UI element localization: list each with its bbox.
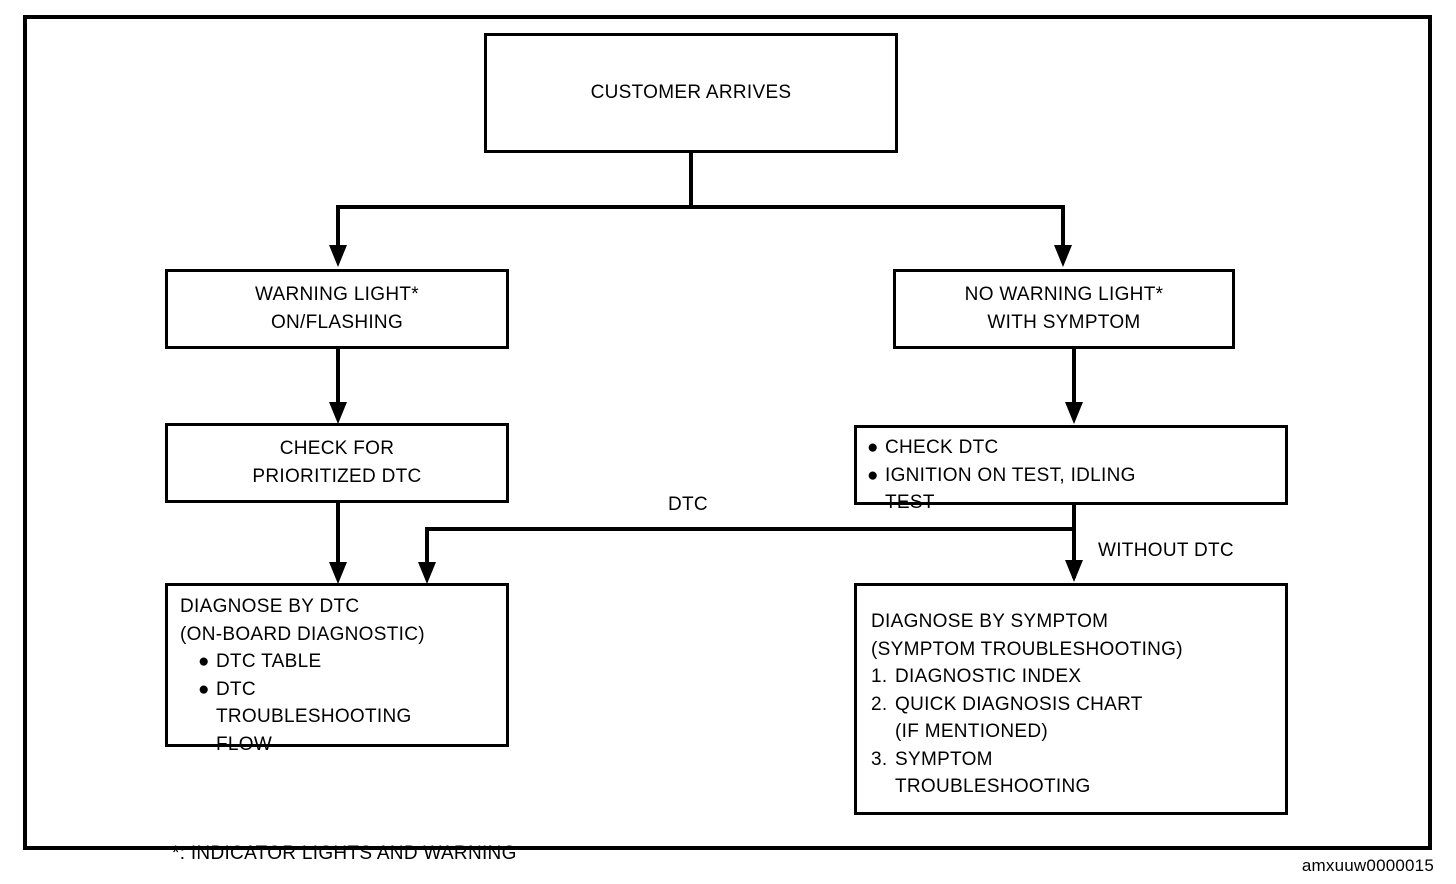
connector-check-to-diagnose	[336, 503, 340, 571]
node-customer-arrives-label: CUSTOMER ARRIVES	[590, 82, 792, 104]
item-number: 3.	[871, 748, 888, 770]
node-warning-light-line2: ON/FLASHING	[270, 312, 404, 333]
node-diagnose-by-symptom-item-2-cont: (IF MENTIONED)	[895, 721, 1049, 743]
connector-split-left-down	[336, 205, 340, 247]
diagram-outer-frame	[23, 15, 1432, 850]
node-diagnose-by-dtc-bullet-2-cont2: FLOW	[216, 733, 273, 755]
node-check-dtc-bullet-1-label: CHECK DTC	[885, 437, 999, 458]
node-warning-light-line1: WARNING LIGHT*	[255, 284, 419, 306]
node-diagnose-by-symptom-item-2: 2. QUICK DIAGNOSIS CHART	[871, 691, 1271, 719]
arrow-to-check-dtc	[1065, 402, 1083, 424]
node-check-prioritized-dtc: CHECK FOR PRIORITIZED DTC	[165, 423, 509, 503]
node-check-dtc: ● CHECK DTC ● IGNITION ON TEST, IDLING T…	[854, 425, 1288, 513]
node-no-warning-light: NO WARNING LIGHT* WITH SYMPTOM	[893, 269, 1235, 349]
connector-start-down	[689, 153, 693, 209]
node-diagnose-by-symptom-line2: (SYMPTOM TROUBLESHOOTING)	[871, 638, 1183, 660]
node-diagnose-by-dtc-bullet-1: ● DTC TABLE	[180, 648, 494, 676]
node-customer-arrives: CUSTOMER ARRIVES	[484, 33, 898, 153]
connector-dtc-branch-horizontal	[425, 527, 1074, 531]
node-diagnose-by-dtc-bullet-2-cont1: TROUBLESHOOTING	[216, 706, 412, 728]
node-warning-light: WARNING LIGHT* ON/FLASHING	[165, 269, 509, 349]
node-check-dtc-text: ● CHECK DTC ● IGNITION ON TEST, IDLING T…	[857, 428, 1285, 523]
asset-code: amxuuw0000015	[1301, 856, 1434, 875]
node-diagnose-by-symptom-item-1: 1. DIAGNOSTIC INDEX	[871, 663, 1271, 691]
connector-split-bar	[336, 205, 1065, 209]
item-label: SYMPTOM	[895, 748, 993, 770]
bullet-icon: ●	[867, 464, 879, 486]
bullet-icon: ●	[198, 651, 210, 673]
node-no-warning-light-line1: NO WARNING LIGHT*	[964, 284, 1164, 306]
arrow-to-diagnose-by-symptom	[1065, 560, 1083, 582]
connector-dtc-branch-down	[425, 527, 429, 569]
connector-split-right-down	[1061, 205, 1065, 247]
item-label: QUICK DIAGNOSIS CHART	[895, 693, 1143, 715]
node-diagnose-by-symptom-item-3-cont: TROUBLESHOOTING	[895, 776, 1091, 798]
connector-nowarning-to-checkdtc	[1072, 349, 1076, 405]
node-check-dtc-bullet-1: ● CHECK DTC	[867, 434, 1275, 462]
node-check-dtc-bullet-2-label: IGNITION ON TEST, IDLING	[885, 464, 1136, 486]
footnote-line1: *: INDICATOR LIGHTS AND WARNING	[172, 843, 517, 864]
node-diagnose-by-symptom: DIAGNOSE BY SYMPTOM (SYMPTOM TROUBLESHOO…	[854, 583, 1288, 815]
connector-checkdtc-down	[1072, 505, 1076, 578]
bullet-icon: ●	[867, 437, 879, 458]
node-diagnose-by-dtc-text: DIAGNOSE BY DTC (ON-BOARD DIAGNOSTIC) ● …	[168, 586, 506, 765]
node-check-prioritized-dtc-line1: CHECK FOR	[279, 438, 395, 460]
arrow-dtc-to-diagnose-by-dtc	[418, 562, 436, 584]
node-check-dtc-bullet-2-cont: TEST	[885, 492, 935, 514]
edge-label-without-dtc: WITHOUT DTC	[1098, 540, 1234, 561]
edge-label-dtc: DTC	[668, 494, 708, 515]
node-warning-light-text: WARNING LIGHT* ON/FLASHING	[241, 271, 433, 346]
arrow-to-no-warning-light	[1054, 245, 1072, 267]
node-check-prioritized-dtc-line2: PRIORITIZED DTC	[252, 466, 422, 487]
node-no-warning-light-text: NO WARNING LIGHT* WITH SYMPTOM	[951, 271, 1178, 346]
node-diagnose-by-dtc-bullet-2-label: DTC	[216, 678, 256, 700]
arrow-to-check-prioritized	[329, 402, 347, 424]
item-label: DIAGNOSTIC INDEX	[895, 666, 1082, 688]
arrow-to-diagnose-by-dtc	[329, 562, 347, 584]
node-diagnose-by-dtc-bullet-1-label: DTC TABLE	[216, 651, 322, 673]
bullet-icon: ●	[198, 678, 210, 700]
node-check-dtc-bullet-2: ● IGNITION ON TEST, IDLING	[867, 462, 1275, 490]
arrow-to-warning-light	[329, 245, 347, 267]
node-diagnose-by-dtc: DIAGNOSE BY DTC (ON-BOARD DIAGNOSTIC) ● …	[165, 583, 509, 755]
node-no-warning-light-line2: WITH SYMPTOM	[987, 312, 1141, 333]
footnote: *: INDICATOR LIGHTS AND WARNING LIGHTS T…	[172, 783, 567, 884]
item-number: 2.	[871, 693, 888, 715]
node-diagnose-by-symptom-line1: DIAGNOSE BY SYMPTOM	[871, 611, 1109, 632]
node-check-prioritized-dtc-text: CHECK FOR PRIORITIZED DTC	[238, 425, 435, 500]
node-diagnose-by-symptom-item-3: 3. SYMPTOM	[871, 746, 1271, 774]
node-diagnose-by-dtc-line2: (ON-BOARD DIAGNOSTIC)	[180, 623, 425, 645]
node-diagnose-by-dtc-line1: DIAGNOSE BY DTC	[180, 596, 360, 617]
node-diagnose-by-dtc-bullet-2: ● DTC	[180, 676, 494, 704]
node-diagnose-by-symptom-text: DIAGNOSE BY SYMPTOM (SYMPTOM TROUBLESHOO…	[857, 586, 1285, 823]
item-number: 1.	[871, 666, 888, 688]
connector-warning-to-check	[336, 349, 340, 405]
